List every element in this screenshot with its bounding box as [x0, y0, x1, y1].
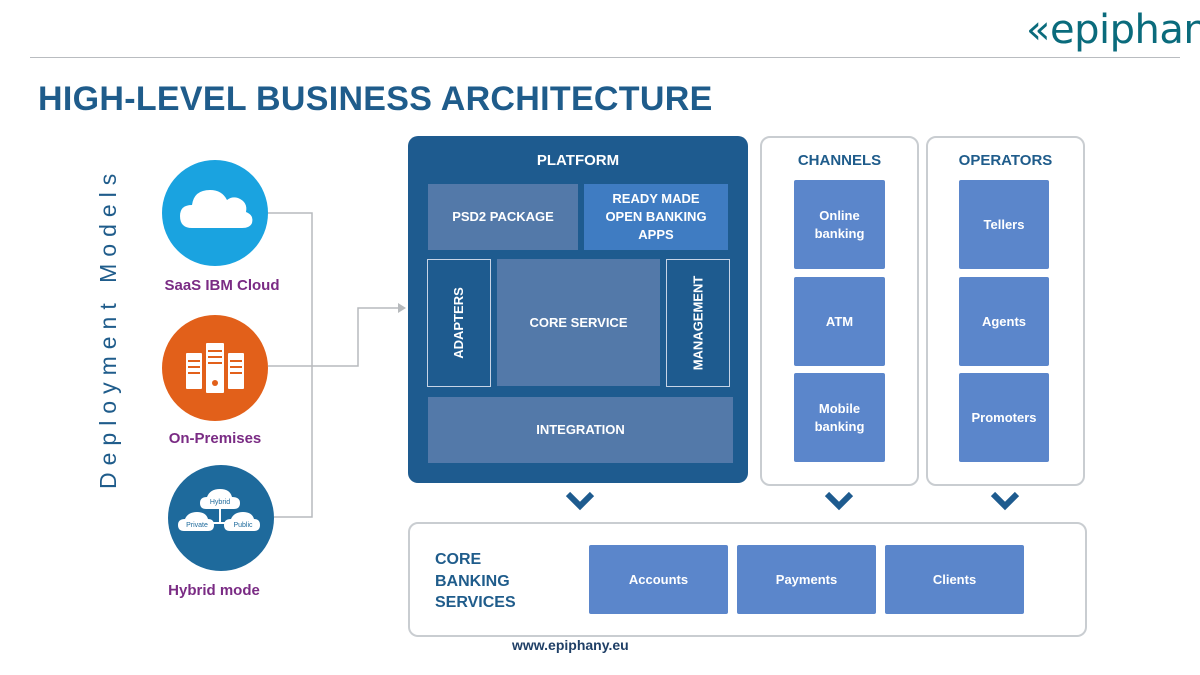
epiphany-logo: «epiphany: [1026, 7, 1200, 53]
operator-promoters: Promoters: [959, 373, 1049, 462]
page-title: HIGH-LEVEL BUSINESS ARCHITECTURE: [38, 80, 713, 118]
psd2-package-box: PSD2 PACKAGE: [428, 184, 578, 250]
service-payments: Payments: [737, 545, 876, 614]
saas-label: SaaS IBM Cloud: [164, 277, 280, 294]
public-icon-text: Public: [233, 522, 253, 529]
chevron-down-icon: [565, 491, 595, 511]
integration-box: INTEGRATION: [428, 397, 733, 463]
operator-agents: Agents: [959, 277, 1049, 366]
core-banking-title-line: SERVICES: [435, 594, 516, 611]
on-premises-circle: [162, 315, 268, 421]
chevron-down-icon: [824, 491, 854, 511]
adapters-label: ADAPTERS: [451, 287, 467, 359]
adapters-box: ADAPTERS: [427, 259, 491, 387]
platform-title: PLATFORM: [536, 152, 620, 169]
operator-tellers: Tellers: [959, 180, 1049, 269]
ready-made-apps-box: READY MADE OPEN BANKING APPS: [584, 184, 728, 250]
management-label: MANAGEMENT: [690, 275, 706, 371]
hybrid-cloud-icon: Hybrid Private Public: [178, 489, 260, 531]
channel-mobile-banking: Mobile banking: [794, 373, 885, 462]
hybrid-icon-text: Hybrid: [210, 499, 230, 506]
operators-title: OPERATORS: [958, 152, 1053, 169]
core-banking-title: CORE BANKING SERVICES: [435, 549, 516, 614]
server-rack-icon: [186, 343, 244, 393]
footer-url[interactable]: www.epiphany.eu: [512, 637, 629, 653]
core-banking-title-line: BANKING: [435, 572, 510, 590]
cloud-icon: [180, 190, 253, 228]
on-premises-label: On-Premises: [168, 430, 262, 447]
channel-online-banking: Online banking: [794, 180, 885, 269]
chevron-down-icon: [990, 491, 1020, 511]
core-service-box: CORE SERVICE: [497, 259, 660, 386]
private-icon-text: Private: [186, 522, 208, 529]
service-clients: Clients: [885, 545, 1024, 614]
hybrid-circle: Hybrid Private Public: [168, 465, 274, 571]
core-banking-title-line: CORE: [435, 551, 482, 568]
hybrid-label: Hybrid mode: [168, 582, 260, 599]
saas-cloud-circle: [162, 160, 268, 266]
channels-title: CHANNELS: [797, 152, 882, 169]
service-accounts: Accounts: [589, 545, 728, 614]
header-divider: [30, 57, 1180, 58]
management-box: MANAGEMENT: [666, 259, 730, 387]
channel-atm: ATM: [794, 277, 885, 366]
